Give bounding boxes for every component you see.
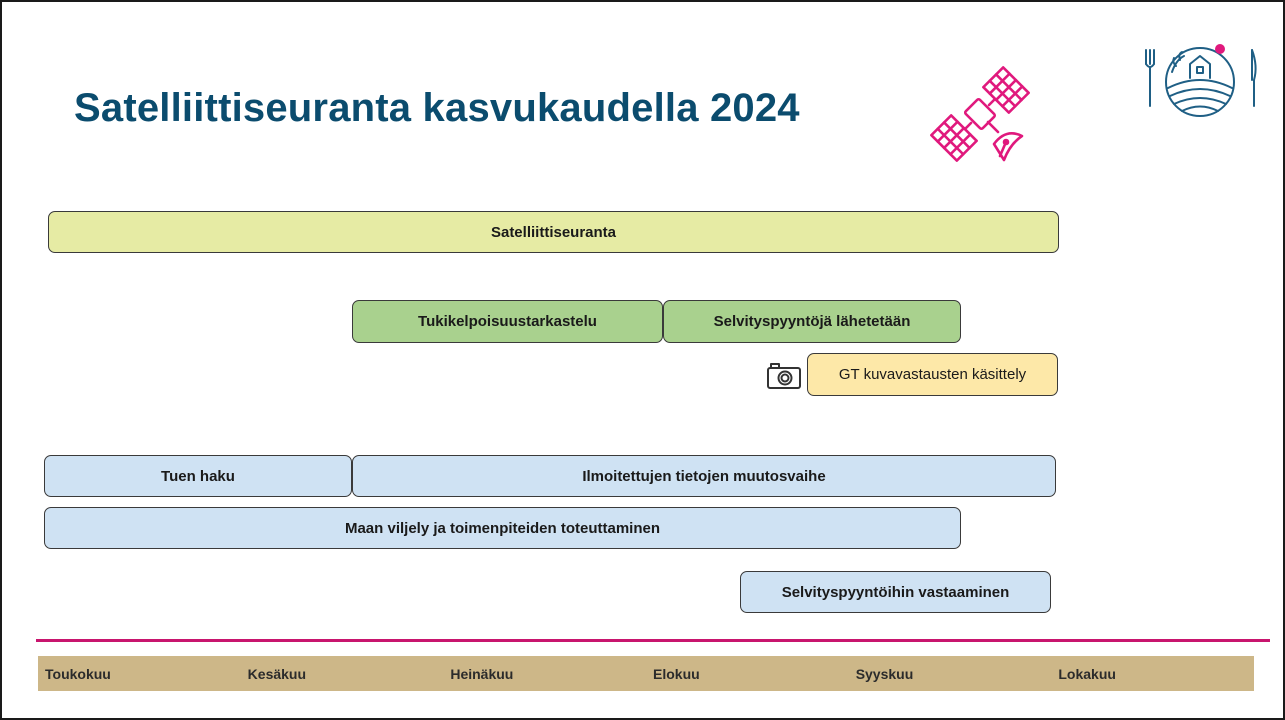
eligibility-check-bar: Tukikelpoisuustarkastelu xyxy=(352,300,663,343)
satellite-icon xyxy=(930,66,1030,162)
month-label: Syyskuu xyxy=(855,665,914,682)
month-axis: Toukokuu Kesäkuu Heinäkuu Elokuu Syyskuu… xyxy=(38,656,1254,691)
satellite-monitoring-bar: Satelliittiseuranta xyxy=(48,211,1059,253)
month-label: Lokakuu xyxy=(1058,665,1116,682)
gt-processing-bar: GT kuvavastausten käsittely xyxy=(807,353,1058,396)
requests-sent-bar: Selvityspyyntöjä lähetetään xyxy=(663,300,961,343)
camera-icon xyxy=(767,363,801,389)
application-bar: Tuen haku xyxy=(44,455,352,497)
month-label: Kesäkuu xyxy=(247,665,307,682)
month-label: Toukokuu xyxy=(45,665,111,682)
month-label: Elokuu xyxy=(653,665,700,682)
responding-bar: Selvityspyyntöihin vastaaminen xyxy=(740,571,1051,613)
change-phase-bar: Ilmoitettujen tietojen muutosvaihe xyxy=(352,455,1056,497)
divider-line xyxy=(36,639,1270,642)
page-title: Satelliittiseuranta kasvukaudella 2024 xyxy=(74,86,800,130)
month-label: Heinäkuu xyxy=(450,665,514,682)
agriculture-logo-icon xyxy=(1145,44,1257,117)
cultivation-bar: Maan viljely ja toimenpiteiden toteuttam… xyxy=(44,507,961,549)
